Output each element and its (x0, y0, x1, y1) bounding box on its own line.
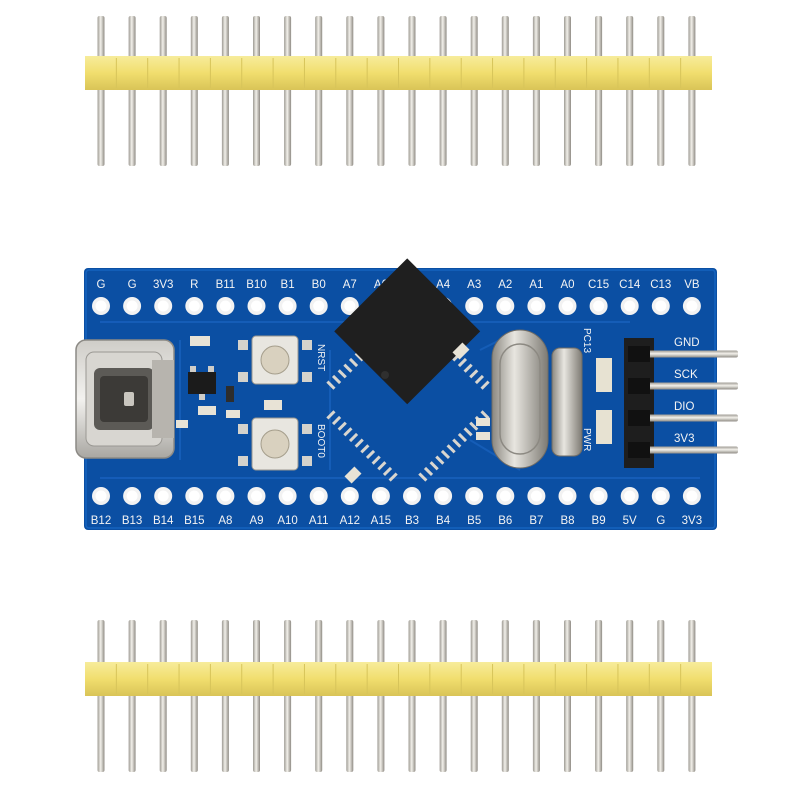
pin-label: A15 (371, 515, 391, 527)
rtc-crystal (551, 347, 583, 457)
header-pin (688, 16, 696, 166)
pin-label: A3 (467, 279, 481, 291)
pin-label: A8 (218, 515, 232, 527)
pin-label: A4 (436, 279, 451, 291)
pin-label: VB (684, 279, 700, 291)
pwr-label: PWR (581, 428, 592, 451)
header-pin (221, 16, 229, 166)
swd-pin (640, 350, 738, 358)
swd-pin (640, 414, 738, 422)
pin-label: 5V (623, 515, 637, 527)
pin-label: C14 (619, 279, 641, 291)
pin-label: A12 (340, 515, 360, 527)
header-pin (532, 16, 540, 166)
pin-label: B12 (91, 515, 111, 527)
pin-label: A2 (498, 279, 512, 291)
swd-label: SCK (674, 369, 698, 381)
pin-label: B9 (592, 515, 606, 527)
status-led (596, 358, 612, 444)
swd-pin (640, 382, 738, 390)
header-pin (626, 16, 634, 166)
swd-header (624, 338, 738, 468)
pin-label: B8 (560, 515, 574, 527)
pin-label: B10 (246, 279, 266, 291)
pin-label: A11 (309, 515, 329, 527)
header-pin (439, 16, 447, 166)
header-pin (346, 16, 354, 166)
swd-pin (640, 446, 738, 454)
smd-components (176, 336, 240, 428)
pin-label: A7 (343, 279, 357, 291)
pin-label: B6 (498, 515, 512, 527)
header-pin (470, 16, 478, 166)
pin-label: B5 (467, 515, 481, 527)
pin-label: A10 (277, 515, 297, 527)
header-pin (408, 16, 416, 166)
header-pin (97, 16, 105, 166)
pin-label: B4 (436, 515, 451, 527)
pin-label: G (128, 279, 137, 291)
swd-labels: GND SCK DIO 3V3 (674, 337, 700, 445)
pin-label: B0 (312, 279, 326, 291)
top-pin-header (85, 16, 712, 166)
reset-button[interactable] (238, 335, 312, 385)
pin-label: A9 (249, 515, 263, 527)
pin-label: C13 (650, 279, 671, 291)
header-pin (315, 16, 323, 166)
header-pin (377, 16, 385, 166)
pin-label: B14 (153, 515, 174, 527)
pin-label: B15 (184, 515, 204, 527)
header-pin (595, 16, 603, 166)
pin-label: 3V3 (153, 279, 173, 291)
pin-label: A0 (560, 279, 574, 291)
swd-label: 3V3 (674, 433, 694, 445)
pin-label: C15 (588, 279, 609, 291)
top-pin-labels: GG3V3RB11B10B1B0A7A6A5A4A3A2A1A0C15C14C1… (97, 279, 700, 291)
bottom-pin-holes (92, 487, 701, 505)
swd-label: GND (674, 337, 700, 349)
usb-c-connector (75, 339, 175, 459)
boot0-label: BOOT0 (315, 424, 326, 458)
header-pin (190, 16, 198, 166)
header-pin (564, 16, 571, 166)
header-pin (657, 16, 665, 166)
nrst-label: NRST (315, 344, 326, 371)
pin-label: B13 (122, 515, 142, 527)
header-pin (284, 16, 292, 166)
pin-label: G (97, 279, 106, 291)
bottom-pin-labels: B12 B13 B14 B15 A8 A9 A10 A11 A12 A15 B3 B4 B5 B6 B7 B8… (91, 515, 702, 527)
pin-label: G (656, 515, 665, 527)
swd-label: DIO (674, 401, 695, 413)
crystal-oscillator (491, 329, 549, 469)
pin-label: B7 (529, 515, 543, 527)
header-pin (501, 16, 509, 166)
voltage-regulator (188, 366, 216, 400)
stm32-board: GG3V3RB11B10B1B0A7A6A5A4A3A2A1A0C15C14C1… (75, 258, 738, 530)
boot0-switch[interactable] (238, 400, 312, 471)
header-pin (159, 16, 167, 166)
pin-label: B1 (281, 279, 295, 291)
pin-label: R (190, 279, 198, 291)
pc13-label: PC13 (581, 328, 592, 353)
mcu-chip (326, 258, 490, 482)
pin-label: B11 (216, 279, 236, 291)
pin-label: A1 (529, 279, 543, 291)
bottom-pin-header (85, 620, 712, 772)
pin-label: 3V3 (682, 515, 702, 527)
header-pin (128, 16, 136, 166)
header-pin (253, 16, 260, 166)
pin-label: B3 (405, 515, 419, 527)
